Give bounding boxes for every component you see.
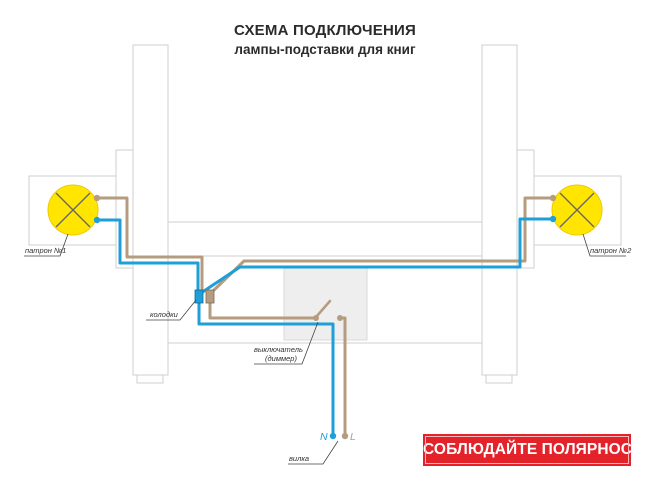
neutral-label: N bbox=[320, 431, 328, 443]
terminal-blocks bbox=[194, 289, 215, 304]
diagram-title: СХЕМА ПОДКЛЮЧЕНИЯ bbox=[234, 22, 416, 39]
switch-contact-right bbox=[337, 315, 343, 321]
leader-plug bbox=[288, 440, 339, 465]
left-post-foot bbox=[136, 374, 164, 384]
switch-box bbox=[283, 266, 368, 341]
blue-wire-socket2 bbox=[199, 217, 555, 295]
plug-pin-l bbox=[341, 432, 349, 440]
right-post bbox=[481, 44, 518, 376]
left-post bbox=[132, 44, 169, 376]
left-socket-box bbox=[28, 175, 117, 246]
lamp2-terminal-blue bbox=[549, 215, 557, 223]
switch-label: выключатель bbox=[254, 345, 303, 354]
live-label: L bbox=[350, 431, 356, 443]
plug-pin-n bbox=[329, 432, 337, 440]
blue-wires bbox=[95, 217, 555, 436]
diagram-subtitle: лампы-подставки для книг bbox=[234, 42, 416, 57]
lamp2-terminal-brown bbox=[549, 194, 557, 202]
plug-label: вилка bbox=[289, 454, 309, 463]
leader-socket1 bbox=[24, 233, 69, 257]
right-post-foot bbox=[485, 374, 513, 384]
lamp-socket-1 bbox=[47, 184, 101, 236]
leader-socket2 bbox=[582, 233, 626, 257]
lamp-socket-2 bbox=[549, 184, 603, 236]
lamp1-terminal-blue bbox=[93, 216, 101, 224]
socket2-label: патрон №2 bbox=[590, 246, 632, 255]
switch-lever bbox=[314, 299, 332, 319]
socket1-label: патрон №1 bbox=[25, 246, 66, 255]
terminal-block-blue bbox=[194, 289, 204, 304]
brown-wire-socket1 bbox=[95, 196, 204, 294]
leader-lines bbox=[24, 233, 626, 465]
blue-wire-to-plug bbox=[197, 300, 335, 436]
switch-symbol bbox=[313, 299, 343, 321]
polarity-warning-banner: СОБЛЮДАЙТЕ ПОЛЯРНОСТЬ! bbox=[423, 434, 650, 466]
switch-contact-left bbox=[313, 315, 319, 321]
right-socket-box bbox=[533, 175, 622, 246]
switch-label-sub: (диммер) bbox=[265, 354, 297, 363]
lamp-cross-1b bbox=[55, 192, 91, 228]
lamp-cross-2b bbox=[559, 192, 595, 228]
brown-wire-socket2 bbox=[210, 196, 555, 294]
leader-switch bbox=[254, 321, 319, 365]
blue-wire-socket1 bbox=[95, 218, 200, 295]
lamp-stand-outline bbox=[28, 44, 622, 384]
brown-wire-to-switch bbox=[208, 296, 317, 320]
lamp1-terminal-brown bbox=[93, 194, 101, 202]
leader-terminals bbox=[146, 299, 197, 321]
terminals-label: колодки bbox=[150, 310, 179, 319]
plug-pins bbox=[329, 432, 349, 440]
terminal-block-brown bbox=[205, 289, 215, 304]
